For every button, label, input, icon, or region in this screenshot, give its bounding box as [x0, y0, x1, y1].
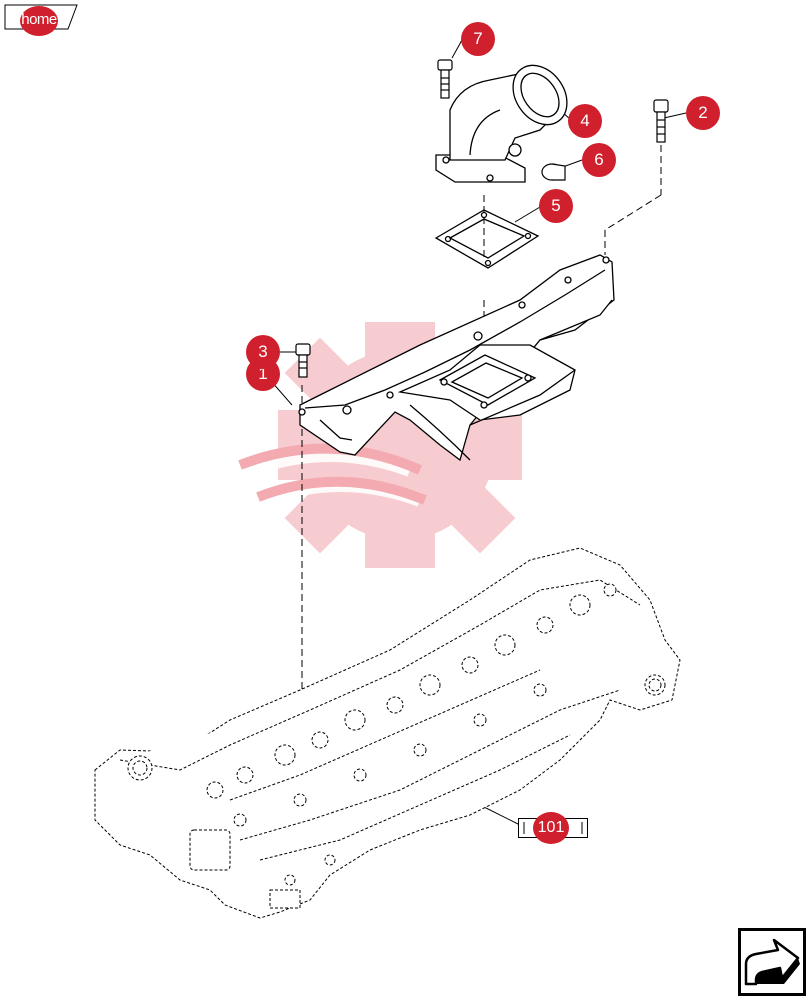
home-tab[interactable]: home — [4, 4, 78, 36]
cylinder-head-part-101 — [94, 547, 681, 919]
callout-4[interactable]: 4 — [568, 104, 602, 138]
reference-callout-101[interactable]: 101 — [533, 812, 569, 844]
home-button-label[interactable]: home — [20, 6, 58, 36]
next-page-arrow-icon — [738, 928, 806, 996]
intake-manifold-part-1 — [298, 254, 615, 462]
bolt-part-2 — [653, 99, 669, 143]
callout-3[interactable]: 3 — [246, 335, 280, 369]
bolt-part-7 — [437, 59, 453, 99]
bolt-part-3 — [295, 343, 311, 378]
callout-7[interactable]: 7 — [461, 22, 495, 56]
elbow-part-4 — [435, 64, 568, 183]
next-page-button[interactable] — [738, 928, 806, 996]
callout-6[interactable]: 6 — [582, 143, 616, 177]
watermark-swoosh-red — [238, 443, 427, 505]
callout-5[interactable]: 5 — [539, 189, 573, 223]
plug-part-6 — [541, 163, 566, 181]
callout-2[interactable]: 2 — [686, 96, 720, 130]
gasket-part-5 — [434, 209, 540, 269]
